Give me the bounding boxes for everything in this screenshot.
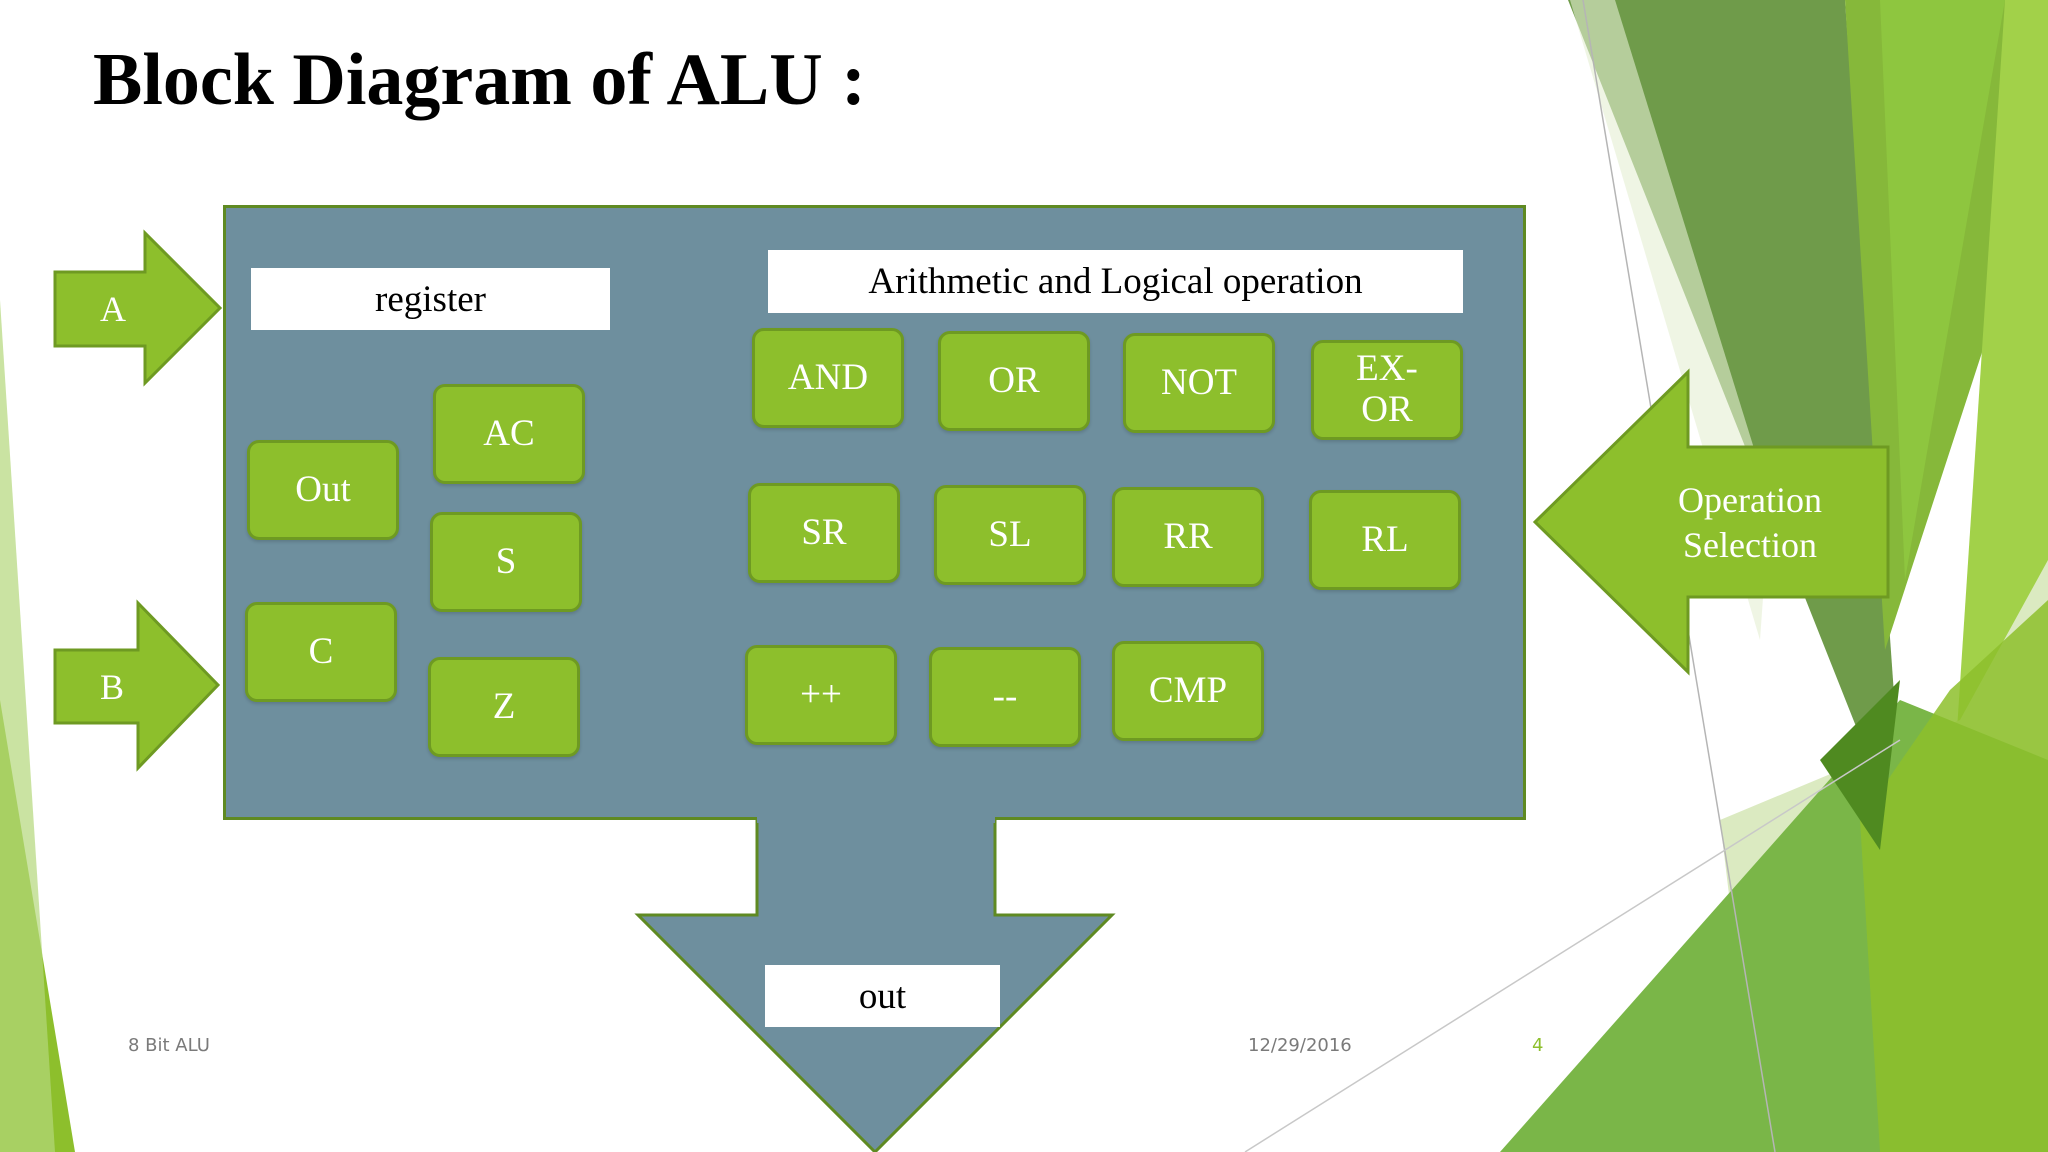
operation-selection-arrow xyxy=(1532,368,1890,676)
register-c: C xyxy=(245,602,397,702)
decor-facet xyxy=(1880,0,2005,580)
op-sr: SR xyxy=(748,483,900,583)
register-title: register xyxy=(251,268,610,330)
output-label: out xyxy=(765,965,1000,1027)
register-z: Z xyxy=(428,657,580,757)
decor-facet xyxy=(1860,600,2048,1152)
op-or: OR xyxy=(938,331,1090,431)
decor-facet xyxy=(0,300,55,1152)
footer-title: 8 Bit ALU xyxy=(128,1035,210,1056)
input-b-label: B xyxy=(100,667,125,707)
decor-facet xyxy=(1955,0,2048,760)
alu-title: Arithmetic and Logical operation xyxy=(768,250,1463,313)
op-ex-or: EX- OR xyxy=(1311,340,1463,440)
input-a-label: A xyxy=(100,289,126,329)
decor-line xyxy=(1244,739,1901,1152)
op-not: NOT xyxy=(1123,333,1275,433)
register-s: S xyxy=(430,512,582,612)
op-increment: ++ xyxy=(745,645,897,745)
register-ac: AC xyxy=(433,384,585,484)
input-arrow-b xyxy=(53,599,221,772)
op-decrement: -- xyxy=(929,647,1081,747)
operation-selection-label: Operation Selection xyxy=(1678,480,1822,565)
slide-title: Block Diagram of ALU : xyxy=(93,39,866,121)
input-arrow-a xyxy=(53,229,223,387)
page-number: 4 xyxy=(1532,1035,1544,1056)
op-cmp: CMP xyxy=(1112,641,1264,741)
op-and: AND xyxy=(752,328,904,428)
register-out: Out xyxy=(247,440,399,540)
op-sl: SL xyxy=(934,485,1086,585)
op-rr: RR xyxy=(1112,487,1264,587)
op-rl: RL xyxy=(1309,490,1461,590)
alu-output-joint xyxy=(757,815,995,823)
footer-date: 12/29/2016 xyxy=(1248,1035,1352,1056)
